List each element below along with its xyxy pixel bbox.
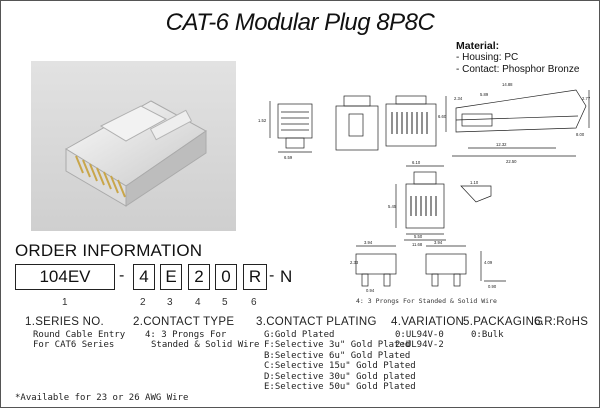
material-contact: - Contact: Phosphor Bronze [456, 64, 580, 75]
dim-label: 1.10 [470, 180, 479, 185]
dim-label: 11.68 [412, 242, 423, 247]
awg-footnote: *Available for 23 or 26 AWG Wire [15, 393, 189, 403]
technical-drawings: 1.52 6.59 6.10 5.45 5.50 11.68 14.88 5.8… [258, 82, 591, 293]
dim-label: 8.00 [576, 132, 585, 137]
plating-line: B:Selective 6u" Gold Plated [264, 350, 411, 361]
series-line: For CAT6 Series [33, 340, 115, 350]
series-heading: 1.SERIES NO. [25, 316, 105, 328]
dim-label: 0.90 [488, 284, 497, 289]
order-information-heading: ORDER INFORMATION [15, 241, 203, 260]
contact-type-line: 4: 3 Prongs For [145, 329, 227, 340]
material-housing: - Housing: PC [456, 52, 519, 63]
dim-label: 4.09 [484, 260, 493, 265]
series-column: 1.SERIES NO. Round Cable Entry For CAT6 … [25, 317, 125, 351]
order-box-plating: E [160, 264, 182, 290]
order-number: 2 [140, 297, 146, 308]
order-box-contact-type: 4 [133, 264, 155, 290]
material-heading: Material: [456, 40, 500, 52]
order-number: 1 [62, 297, 68, 308]
dim-label: 3.94 [364, 240, 373, 245]
dim-label: 12.32 [496, 142, 507, 147]
variation-column: 4.VARIATION 0:UL94V-0 2:UL94V-2 [391, 317, 464, 351]
product-photo [31, 61, 236, 231]
contact-type-column: 2.CONTACT TYPE 4: 3 Prongs For Standed &… [133, 317, 259, 351]
rohs-column: 6.R:RoHS [534, 317, 588, 330]
dim-label: 5.50 [414, 234, 423, 239]
contact-type-heading: 2.CONTACT TYPE [133, 316, 235, 328]
prong-note: 4: 3 Prongs For Standed & Solid Wire [356, 297, 497, 305]
dim-label: 2.77 [582, 96, 591, 101]
plating-line: G:Gold Plated [264, 329, 335, 340]
packaging-line: 0:Bulk [471, 329, 504, 340]
material-spec: Material: - Housing: PC - Contact: Phosp… [456, 40, 579, 76]
dim-label: 6.10 [412, 160, 421, 165]
plating-heading: 3.CONTACT PLATING [256, 316, 377, 328]
plating-line: C:Selective 15u" Gold Plated [264, 361, 416, 371]
variation-line: 2:UL94V-2 [395, 340, 444, 350]
page-title: CAT-6 Modular Plug 8P8C [165, 9, 435, 36]
dim-label: 2.34 [454, 96, 463, 101]
dim-label: 3.94 [434, 240, 443, 245]
order-number: 5 [222, 297, 228, 308]
order-number: 3 [167, 297, 173, 308]
order-box-packaging: 0 [215, 264, 237, 290]
packaging-column: 5.PACKAGING 0:Bulk [463, 317, 543, 340]
dim-label: 1.52 [258, 118, 267, 123]
dim-label: 5.45 [388, 204, 397, 209]
dim-label: 2.33 [350, 260, 359, 265]
dim-label: 6.59 [284, 155, 293, 160]
plating-line: D:Selective 30u" Gold plated [264, 371, 416, 382]
rohs-heading: 6.R:RoHS [534, 316, 589, 328]
dim-label: 14.88 [502, 82, 513, 87]
order-box-rohs: R [243, 264, 267, 290]
dim-label: 5.89 [480, 92, 489, 97]
order-box-variation: 2 [188, 264, 210, 290]
plating-column: 3.CONTACT PLATING G:Gold Plated F:Select… [256, 317, 416, 393]
plating-line: F:Selective 3u" Gold Plated [264, 340, 411, 350]
order-dash: - [119, 267, 125, 284]
packaging-heading: 5.PACKAGING [463, 316, 544, 328]
dim-label: 6.60 [438, 114, 447, 119]
order-number: 4 [195, 297, 201, 308]
series-line: Round Cable Entry [33, 329, 126, 340]
plating-line: E:Selective 50u" Gold Plated [264, 382, 416, 392]
variation-line: 0:UL94V-0 [395, 329, 444, 340]
variation-heading: 4.VARIATION [391, 316, 465, 328]
contact-type-line: Standed & Solid Wire [151, 340, 260, 350]
order-box-series: 104EV [15, 264, 115, 290]
dim-label: 22.50 [506, 159, 517, 164]
dim-label: 0.94 [366, 288, 375, 293]
